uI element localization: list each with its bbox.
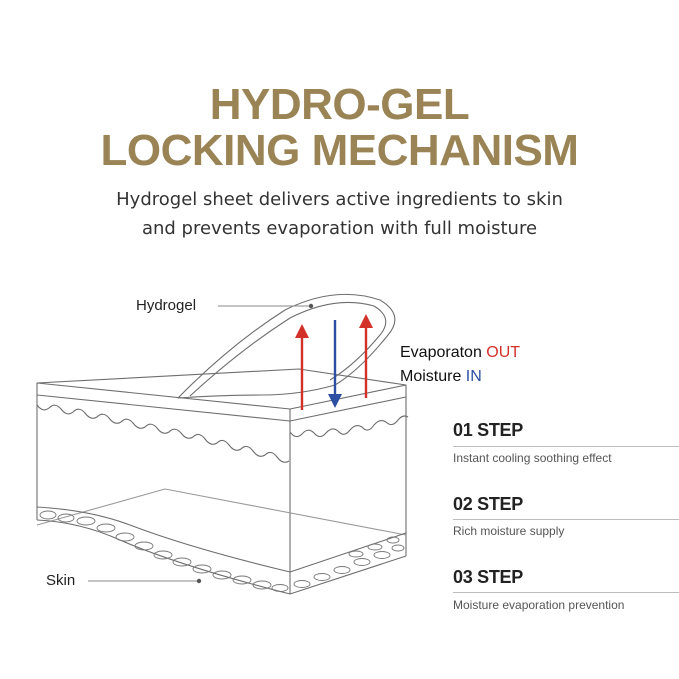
evaporation-out-word: OUT [486,344,521,361]
moisture-prefix: Moisture [400,368,466,385]
step-2-description: Rich moisture supply [453,524,565,538]
subtitle-line-2: and prevents evaporation with full moist… [141,218,538,239]
step-1-description: Instant cooling soothing effect [453,451,612,465]
step-1-title: 01 STEP [453,420,523,440]
bottom-layer-top [36,506,407,573]
step-3-description: Moisture evaporation prevention [453,598,625,612]
step-2-title: 02 STEP [453,494,523,514]
step-2-divider [453,519,679,520]
subtitle-line-1: Hydrogel sheet delivers active ingredien… [116,189,563,210]
title-line-2: LOCKING MECHANISM [100,126,579,175]
moisture-in-word: IN [465,368,482,385]
title-line-1: HYDRO-GEL [209,80,470,129]
evaporation-prefix: Evaporaton [400,344,487,361]
block-top-face [36,368,407,410]
step-3-title: 03 STEP [453,567,523,587]
block-back-edges [36,488,407,536]
step-1-divider [453,446,679,447]
evaporation-out-line: Evaporaton OUT [400,341,520,365]
hydrogel-sheet-inner [189,301,387,397]
skin-label: Skin [46,572,76,589]
cobblestone-pattern [39,510,405,592]
epidermis-wave-side [289,415,409,438]
hydrogel-label: Hydrogel [136,297,197,314]
step-3-divider [453,592,679,593]
block-bottom-front [36,519,407,595]
subtitle: Hydrogel sheet delivers active ingredien… [0,185,679,243]
evaporation-legend: Evaporaton OUT Moisture IN [400,341,520,389]
moisture-in-line: Moisture IN [400,365,520,389]
epidermis-wave-front [36,404,290,463]
evaporation-arrows [295,314,373,410]
hydrogel-sheet [177,293,396,399]
